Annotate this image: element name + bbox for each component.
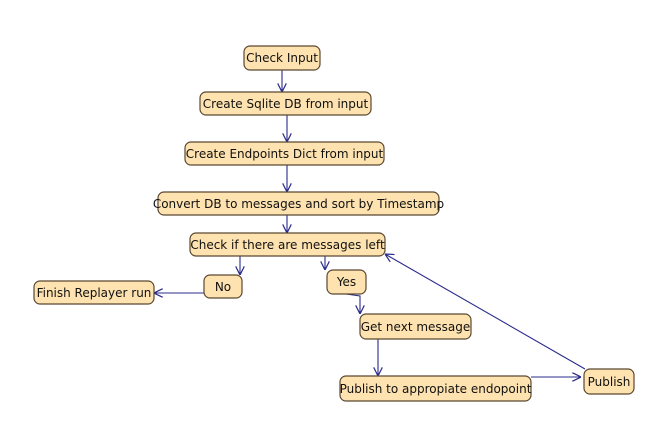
node-check-messages-label: Check if there are messages left — [190, 238, 385, 252]
node-yes-label: Yes — [336, 275, 356, 289]
node-no: No — [203, 274, 243, 299]
node-check-input: Check Input — [243, 45, 321, 71]
node-yes: Yes — [326, 269, 367, 295]
node-no-label: No — [215, 280, 231, 294]
node-publish: Publish — [583, 368, 635, 395]
node-create-dict: Create Endpoints Dict from input — [184, 141, 385, 166]
node-check-input-label: Check Input — [246, 51, 318, 65]
edge-yes-to-get-next — [345, 293, 360, 314]
node-publish-to: Publish to appropiate endopoint — [339, 375, 532, 402]
node-get-next-label: Get next message — [361, 320, 471, 334]
node-publish-label: Publish — [588, 375, 631, 389]
node-convert-db: Convert DB to messages and sort by Times… — [153, 191, 444, 216]
node-finish-label: Finish Replayer run — [37, 286, 152, 300]
node-convert-db-label: Convert DB to messages and sort by Times… — [153, 197, 444, 211]
node-check-messages: Check if there are messages left — [189, 232, 386, 257]
node-create-db-label: Create Sqlite DB from input — [203, 97, 369, 111]
node-create-dict-label: Create Endpoints Dict from input — [186, 147, 384, 161]
node-publish-to-label: Publish to appropiate endopoint — [340, 382, 532, 396]
node-create-db: Create Sqlite DB from input — [199, 91, 372, 116]
node-finish: Finish Replayer run — [33, 280, 155, 305]
edge-publish-to-check-messages — [385, 254, 586, 370]
node-get-next: Get next message — [359, 313, 472, 340]
